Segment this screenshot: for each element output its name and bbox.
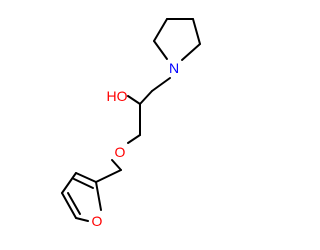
bond-ring-c1-c2 <box>153 18 168 42</box>
furan-ring <box>61 172 102 222</box>
ether-o-label: O <box>115 144 126 160</box>
bond-ch2-o <box>127 134 141 144</box>
bond-ring-n-c1 <box>153 40 168 60</box>
bond-ch2-choh <box>139 90 153 105</box>
bond-choh-oh <box>127 95 141 105</box>
bond-ring-c4-n <box>181 43 201 61</box>
bond-furan-c4-c5 <box>61 192 77 219</box>
bond-n-ch2 <box>151 77 171 92</box>
bond-ch2-furan <box>95 169 122 183</box>
molecule-structure: N HO O O <box>61 18 201 229</box>
bond-furan-o-c2 <box>95 181 102 211</box>
furan-o-label: O <box>92 213 103 229</box>
bond-ring-c3-c4 <box>192 18 201 45</box>
bond-furan-c2-c3 <box>75 172 97 183</box>
bond-furan-c5-o <box>75 217 89 222</box>
pyrrolidine-ring <box>153 18 201 61</box>
bond-furan-c2-c3-double <box>73 178 94 189</box>
bond-furan-c3-c4 <box>61 172 77 194</box>
bond-o-ch2 <box>111 159 122 171</box>
bond-furan-c4-c5-double <box>67 192 81 215</box>
propanol-chain <box>95 77 171 183</box>
hydroxyl-label: HO <box>107 88 128 104</box>
pyrrolidine-n-label: N <box>169 60 179 76</box>
